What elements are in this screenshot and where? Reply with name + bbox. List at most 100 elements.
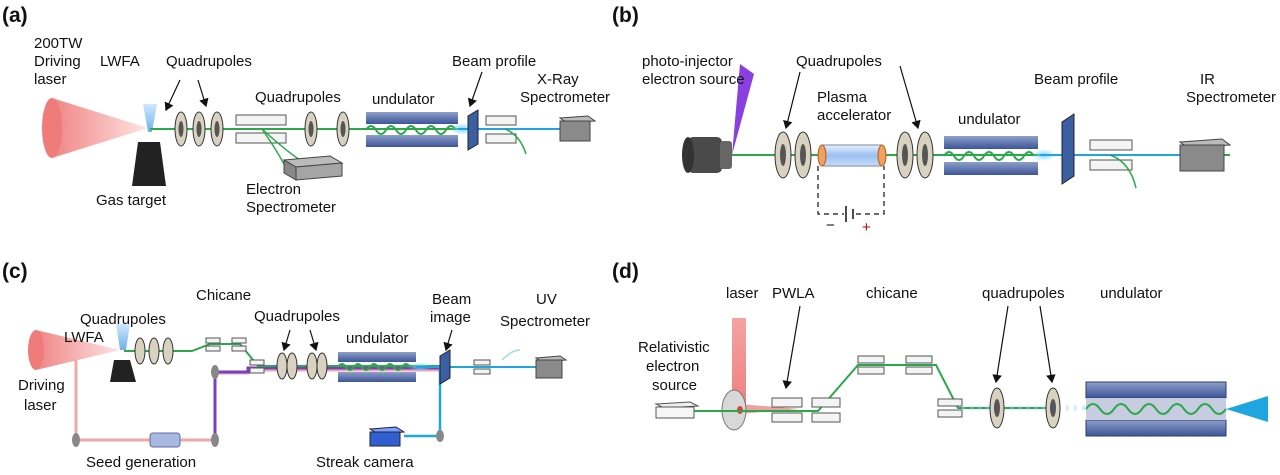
beam-profile-screen-a (467, 109, 479, 151)
dumped-beam-b (1109, 154, 1137, 189)
panel-b-tag: (b) (612, 4, 639, 27)
seed-generation-crystal (149, 432, 181, 448)
label-quadrupoles-c2: Quadrupoles (254, 308, 340, 325)
label-quadrupoles-a2: Quadrupoles (255, 89, 341, 106)
beam-profile-screen-b (1061, 113, 1075, 185)
label-driving-c: Driving (18, 377, 65, 394)
label-accelerator: accelerator (817, 107, 891, 124)
label-undulator-b: undulator (958, 111, 1021, 128)
plasma-accelerator-tube (817, 144, 887, 167)
deflected-beam-1 (261, 128, 301, 161)
label-seed-generation: Seed generation (86, 454, 196, 471)
arrow-quad-d2 (1039, 305, 1056, 384)
seed-mirror-1 (72, 433, 80, 447)
label-xray: X-Ray (537, 71, 579, 88)
label-uv: UV (536, 291, 557, 308)
xray-spectrometer-box (558, 115, 597, 142)
chicane-magnets-c (205, 337, 265, 374)
label-electron-spectrometer: Spectrometer (246, 199, 336, 216)
quadrupoles-c2 (276, 352, 328, 380)
label-photo-injector: photo-injector (642, 53, 733, 70)
undulator-c (337, 352, 416, 382)
label-plasma: Plasma (817, 89, 868, 106)
panel-c: (c) (2, 260, 590, 471)
label-chicane-d: chicane (866, 285, 918, 302)
panel-a-tag: (a) (2, 4, 28, 27)
label-gas-target: Gas target (96, 192, 167, 209)
plus-sign: + (862, 219, 871, 236)
label-beam: Beam (432, 291, 471, 308)
panel-c-tag: (c) (2, 260, 28, 283)
label-beam-profile-b: Beam profile (1034, 71, 1118, 88)
label-electron: Electron (246, 181, 301, 198)
quadrupoles-c1 (134, 337, 174, 365)
electron-beam-d (694, 364, 1060, 412)
injector-laser-cone (732, 64, 754, 155)
undulator-d (1085, 381, 1227, 437)
label-undulator-a: undulator (372, 91, 435, 108)
minus-sign: − (826, 217, 835, 234)
electron-spectrometer-box (282, 155, 344, 181)
label-laser-d: laser (726, 285, 759, 302)
radiation-output-d (1226, 396, 1268, 422)
panel-d: (d) (612, 260, 1268, 437)
streak-mirror (436, 430, 444, 442)
label-electron-source: electron source (642, 71, 745, 88)
beam-image-screen (439, 349, 451, 385)
seed-mirror-3 (211, 365, 219, 379)
dipole-magnet-a (235, 114, 287, 144)
pwla-stage (771, 397, 841, 423)
ir-spectrometer-box (1178, 138, 1232, 172)
dipole-magnet-a2 (485, 115, 517, 144)
label-relativistic: Relativistic (638, 339, 710, 356)
arrow-quad-a1-left (164, 79, 181, 112)
quadrupoles-b2 (896, 131, 934, 179)
laser-vertical-beam (732, 318, 746, 404)
panel-d-tag: (d) (612, 260, 639, 283)
dumped-beam-a (504, 128, 527, 155)
gas-target-nozzle (132, 142, 166, 186)
label-quadrupoles-b: Quadrupoles (796, 53, 882, 70)
driving-laser-beam (46, 98, 148, 158)
label-source-d: source (652, 377, 697, 394)
quadrupoles-d (989, 387, 1061, 429)
arrow-quad-c2-right (309, 329, 319, 352)
label-streak-camera: Streak camera (316, 454, 414, 471)
seed-mirror-2 (211, 433, 219, 447)
label-undulator-c: undulator (346, 330, 409, 347)
undulator-b (943, 136, 1038, 175)
panel-b: (b) − + (612, 4, 1276, 236)
label-200tw: 200TW (34, 35, 83, 52)
chicane-d (857, 355, 963, 418)
driving-laser-beam-c (31, 330, 120, 370)
label-lwfa-c: LWFA (64, 329, 104, 346)
gas-target-nozzle-c (110, 360, 136, 382)
streak-camera (368, 426, 406, 447)
arrow-beam-profile-a (467, 71, 483, 108)
uv-spectrometer-box (534, 355, 568, 379)
label-chicane-c: Chicane (196, 287, 251, 304)
arrow-beam-image (443, 329, 453, 352)
label-ir: IR (1200, 71, 1215, 88)
label-quadrupoles-c1: Quadrupoles (80, 311, 166, 328)
dipole-magnet-b (1089, 139, 1133, 171)
undulator-a (365, 112, 458, 147)
arrow-quad-d1 (992, 305, 1009, 384)
gas-jet-c (116, 324, 130, 350)
uv-branch (501, 349, 521, 361)
photo-injector (682, 137, 732, 173)
label-undulator-d: undulator (1100, 285, 1163, 302)
label-xray-spectrometer: Spectrometer (520, 89, 610, 106)
quadrupoles-a2 (304, 111, 350, 147)
arrow-quad-c2-left (281, 329, 291, 352)
label-quadrupoles-d: quadrupoles (982, 285, 1065, 302)
quadrupoles-a1 (174, 111, 224, 147)
label-beam-profile-a: Beam profile (452, 53, 536, 70)
driving-laser-aperture-c (28, 330, 44, 370)
label-uv-spectrometer: Spectrometer (500, 313, 590, 330)
label-pwla: PWLA (772, 285, 815, 302)
label-ir-spectrometer: Spectrometer (1186, 89, 1276, 106)
arrow-pwla (782, 305, 801, 390)
label-driving: Driving (34, 53, 81, 70)
